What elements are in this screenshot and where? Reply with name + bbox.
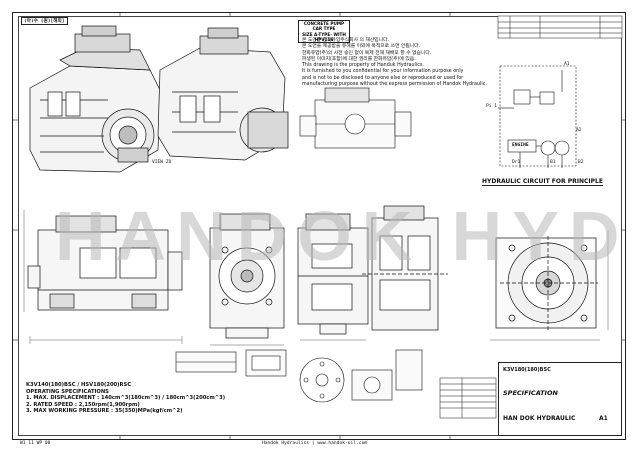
notice-line: It is furnished to you confidential for …	[302, 69, 464, 75]
iso-view-rear	[157, 27, 289, 161]
notice-line: 한화유압(주)의 사전 승인 없이 복제 전재 재배포 할 수 없습니다.	[302, 50, 432, 56]
outer-frame	[12, 12, 626, 440]
detail-views	[175, 349, 423, 403]
port-a1-label: A1	[564, 62, 570, 67]
watermark: HANDOK HYD	[55, 197, 630, 275]
flange-end-view	[495, 236, 598, 332]
notice-line: 본 도면은 한화유압주식회사 의 재산입니다.	[302, 38, 390, 43]
footer-mid: Handok Hydraulics | www.handok-oil.com	[262, 441, 368, 446]
port-pi1-label: Pi 1	[486, 104, 498, 109]
port-a2-label: A2	[576, 128, 582, 133]
section-view	[297, 213, 369, 335]
side-elevation	[362, 205, 448, 331]
spec-speed: 2. RATED SPEED : 2,150rpm(1,900rpm)	[26, 401, 140, 408]
circuit-title: HYDRAULIC CIRCUIT FOR PRINCIPLE	[482, 178, 603, 186]
spec-model: K3V140(180)BSC / HSV180(200)RSC	[26, 382, 132, 388]
view-label: VIEW ZU	[152, 160, 172, 165]
end-view-left	[209, 213, 285, 339]
front-elevation	[27, 215, 183, 311]
confidentiality-notice: 본 도면은 한화유압주식회사 의 재산입니다. 본 도면을 제공받을 유해를 이…	[302, 38, 487, 88]
model-header-line2: SIZE A-TYPE- WITH HPV116	[302, 31, 346, 42]
notice-line: This drawing is the property of Handuk H…	[302, 63, 424, 69]
title-block-company: HAN DOK HYDRAULIC	[503, 415, 576, 422]
notice-line: manufacturing purpose without the expres…	[302, 82, 487, 88]
spec-displacement: 1. MAX. DISPLACEMENT : 140cm^3(180cm^3) …	[26, 395, 226, 402]
spec-pressure: 3. MAX WORKING PRESSURE : 35(350)MPa(kgf…	[26, 408, 183, 415]
spec-heading: OPERATING SPECIFICATIONS	[26, 388, 109, 395]
title-block-doc-type: SPECIFICATION	[503, 389, 558, 397]
port-dr1-label: Dr1	[512, 160, 521, 165]
notice-line: 파생된 이미지(포함)에 대한 권리를 한화유압(주)에 있음.	[302, 56, 416, 62]
title-block: K3V180(180)BSC SPECIFICATION HAN DOK HYD…	[498, 362, 622, 436]
notice-line: 본 도면을 제공받을 유해를 이외에 목적으로 쓰면 안됩니다.	[302, 44, 421, 50]
revision-table	[497, 15, 623, 39]
port-table	[439, 377, 497, 419]
doc-tag: (아)수 (원)[해외]	[21, 17, 68, 25]
iso-view-front	[29, 25, 161, 173]
engine-label: ENGINE	[512, 143, 529, 148]
title-block-sheet: A1	[599, 415, 608, 422]
model-header-line1: CONCRETE PUMP CAR TYPE	[303, 21, 345, 32]
side-view-top	[299, 87, 412, 149]
inner-frame	[18, 16, 622, 436]
port-b1-label: B1	[550, 160, 556, 165]
footer-left: W1 11 WP 00	[20, 441, 51, 446]
port-b2-label: B2	[578, 160, 584, 165]
notice-line: and is not to be disclosed to anyone els…	[302, 75, 464, 81]
title-block-model: K3V180(180)BSC	[503, 367, 551, 373]
operating-specs: K3V140(180)BSC / HSV180(200)RSC OPERATIN…	[26, 382, 225, 415]
model-header-box: CONCRETE PUMP CAR TYPE SIZE A-TYPE- WITH…	[298, 20, 350, 44]
hydraulic-circuit	[498, 65, 577, 168]
